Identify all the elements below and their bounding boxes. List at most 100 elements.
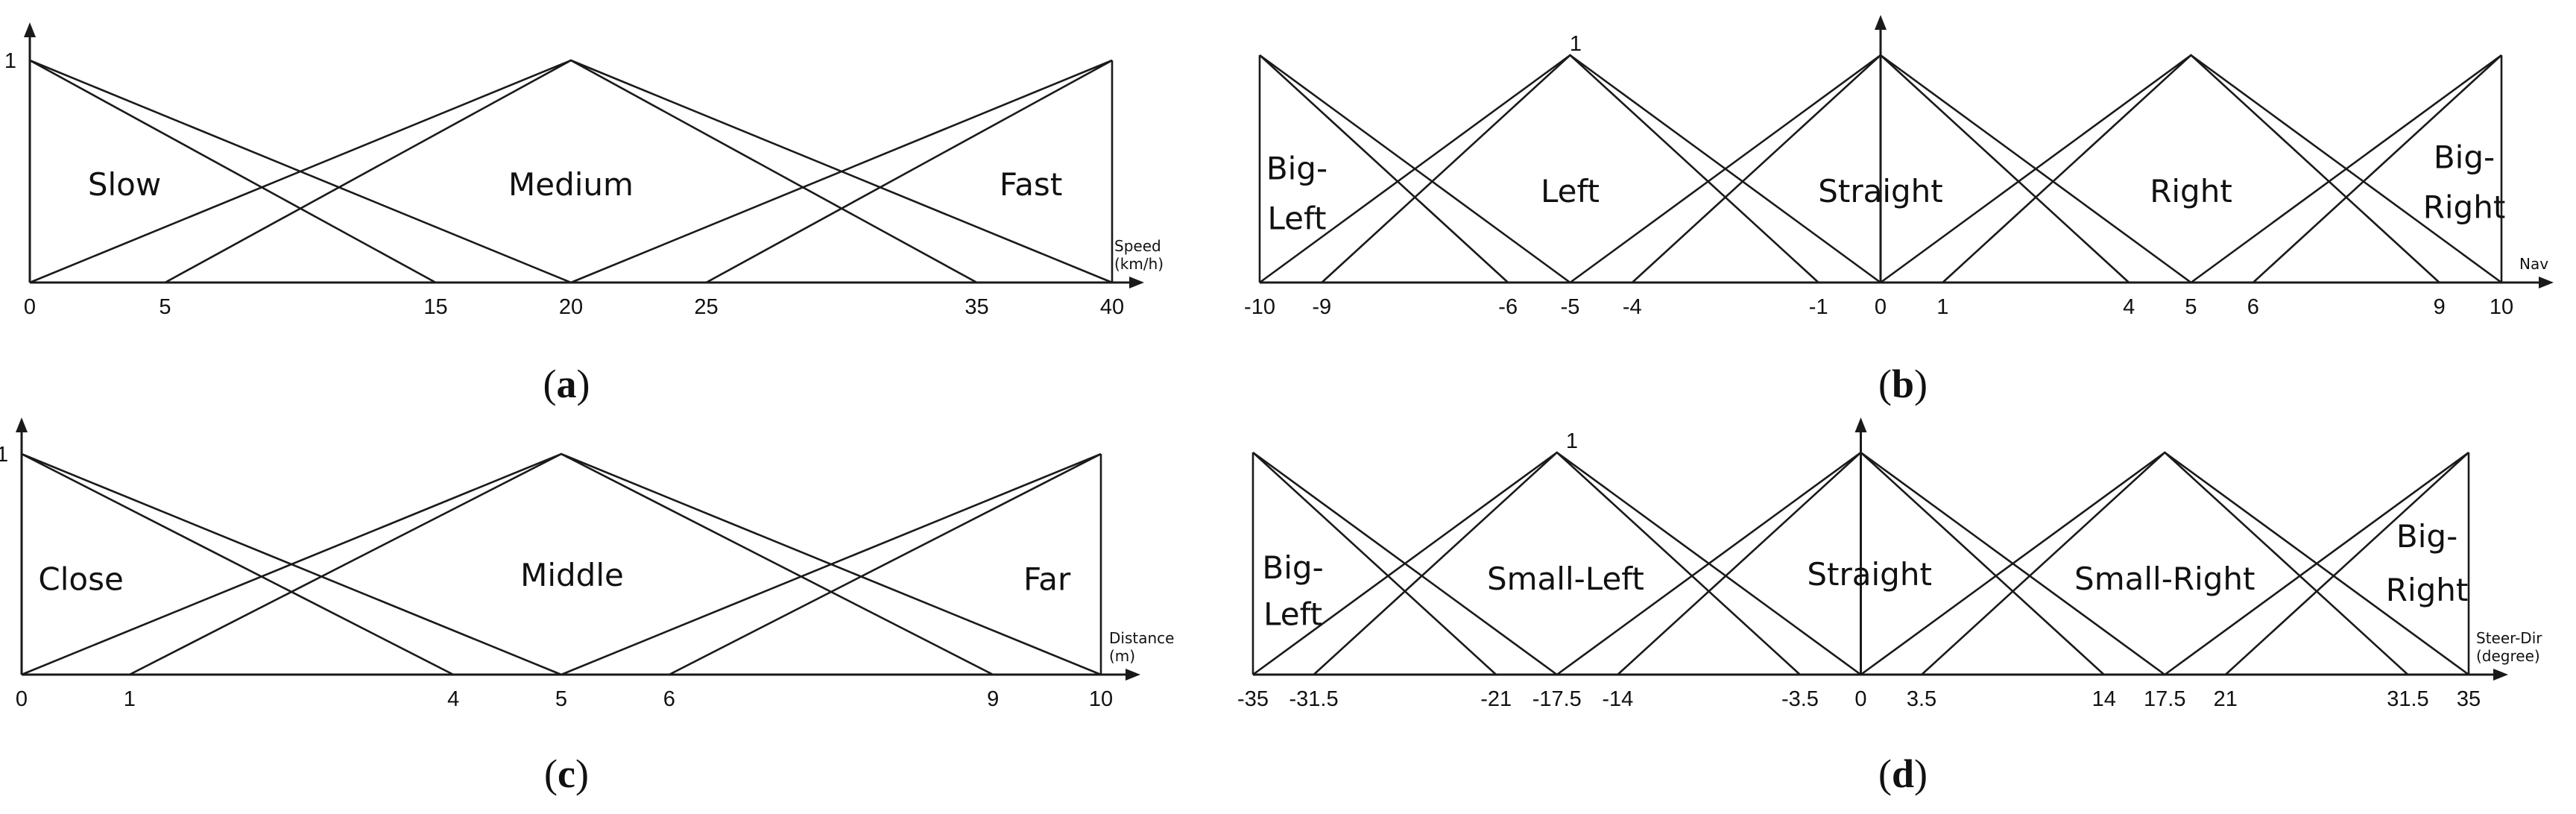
x-axis-arrow: [1126, 669, 1140, 681]
set-label: Slow: [88, 166, 161, 203]
series-line-slow-0: [29, 59, 437, 284]
y-axis-arrow: [16, 417, 28, 432]
x-tick-label: 5: [2185, 295, 2197, 319]
x-tick-label: 15: [423, 295, 447, 319]
set-label: Right: [2386, 572, 2469, 608]
caption-close-paren: ): [575, 751, 589, 796]
series-line-middle-3: [129, 452, 1102, 676]
series-line-big-right-9: [2224, 452, 2469, 675]
x-tick-label: 0: [1854, 687, 1866, 711]
x-tick-label: 0: [24, 295, 36, 319]
series-line-left-3: [1321, 54, 1881, 284]
x-tick-label: -3.5: [1781, 687, 1819, 711]
x-axis-arrow: [2493, 669, 2508, 681]
caption-close-paren: ): [1914, 751, 1928, 796]
caption-open-paren: (: [544, 751, 558, 796]
set-label: Fast: [1000, 166, 1062, 203]
series-line-medium-3: [164, 59, 1113, 284]
caption-close-paren: ): [1914, 362, 1928, 406]
y-tick-label: 1: [0, 443, 8, 467]
x-tick-label: 35: [2457, 687, 2481, 711]
x-tick-label: 0: [16, 687, 28, 711]
x-tick-label: 5: [555, 687, 567, 711]
series-line-right-6: [1880, 54, 2440, 284]
y-axis-arrow: [1875, 15, 1887, 30]
x-tick-label: 0: [1875, 295, 1887, 319]
x-tick-label: -1: [1809, 295, 1828, 319]
set-label: Medium: [508, 166, 634, 203]
x-tick-label: -21: [1480, 687, 1512, 711]
x-tick-label: 21: [2214, 687, 2238, 711]
y-tick-label: 1: [1570, 32, 1582, 56]
x-tick-label: 14: [2092, 687, 2116, 711]
set-label: Left: [1263, 596, 1322, 633]
x-axis-label: Speed: [1114, 237, 1161, 255]
set-label: Straight: [1807, 556, 1932, 593]
set-label: Big-: [1262, 549, 1323, 586]
panel-caption: (c): [544, 751, 589, 796]
set-label: Left: [1267, 201, 1326, 237]
series-line-far-4: [561, 452, 1102, 676]
caption-close-paren: ): [577, 362, 590, 406]
set-label: Big-: [2396, 518, 2457, 555]
panel-caption: (a): [543, 362, 590, 406]
set-label: Right: [2423, 189, 2506, 225]
x-axis-label: (m): [1109, 647, 1135, 665]
x-tick-label: -4: [1623, 295, 1642, 319]
x-tick-label: 1: [124, 687, 136, 711]
x-tick-label: 10: [1089, 687, 1113, 711]
x-axis-label: Distance: [1109, 629, 1174, 647]
x-axis-label: Nav: [2519, 255, 2548, 273]
x-tick-label: 35: [965, 295, 988, 319]
x-tick-label: -31.5: [1289, 687, 1338, 711]
set-label: Right: [2150, 173, 2232, 209]
series-line-medium-2: [29, 59, 978, 284]
series-line-fast-4: [570, 59, 1113, 284]
x-tick-label: -17.5: [1532, 687, 1582, 711]
x-tick-label: -6: [1498, 295, 1518, 319]
x-tick-label: -10: [1244, 295, 1275, 319]
set-label: Close: [38, 561, 123, 598]
series-line-fast-5: [705, 59, 1113, 284]
x-tick-label: 20: [559, 295, 583, 319]
series-line-straight-5: [1631, 54, 2192, 284]
set-label: Big-: [1266, 151, 1328, 187]
x-tick-label: 10: [2490, 295, 2513, 319]
series-line-small-right-7: [1921, 451, 2469, 676]
x-tick-label: 3.5: [1907, 687, 1936, 711]
y-tick-label: 1: [4, 49, 16, 73]
x-axis-arrow: [2539, 277, 2554, 288]
x-axis-label: (degree): [2476, 647, 2540, 665]
set-label: Small-Left: [1487, 561, 1644, 597]
set-label: Small-Right: [2074, 561, 2255, 597]
set-label: Straight: [1818, 173, 1943, 209]
x-tick-label: 25: [694, 295, 718, 319]
x-axis-label: Steer-Dir: [2476, 629, 2542, 647]
x-tick-label: 9: [987, 687, 999, 711]
x-tick-label: 17.5: [2144, 687, 2185, 711]
series-line-big-right-8: [2190, 54, 2502, 284]
series-line-big-right-8: [2164, 451, 2469, 676]
x-tick-label: 6: [663, 687, 675, 711]
series-line-left-2: [1259, 54, 1819, 284]
x-tick-label: 6: [2247, 295, 2259, 319]
caption-letter: b: [1892, 362, 1914, 406]
panel-caption: (d): [1878, 751, 1928, 796]
caption-open-paren: (: [543, 362, 557, 406]
x-axis-arrow: [1129, 277, 1144, 288]
series-line-big-left-0: [1259, 54, 1509, 283]
x-tick-label: -14: [1602, 687, 1633, 711]
y-tick-label: 1: [1566, 429, 1578, 453]
x-tick-label: -35: [1237, 687, 1269, 711]
x-tick-label: 9: [2434, 295, 2446, 319]
x-tick-label: 40: [1100, 295, 1124, 319]
series-line-straight-4: [1569, 54, 2130, 284]
set-label: Middle: [520, 557, 624, 593]
y-axis-arrow: [1854, 417, 1867, 432]
series-line-small-left-3: [1313, 451, 1862, 676]
series-line-big-right-9: [2252, 54, 2502, 283]
x-tick-label: -9: [1312, 295, 1331, 319]
